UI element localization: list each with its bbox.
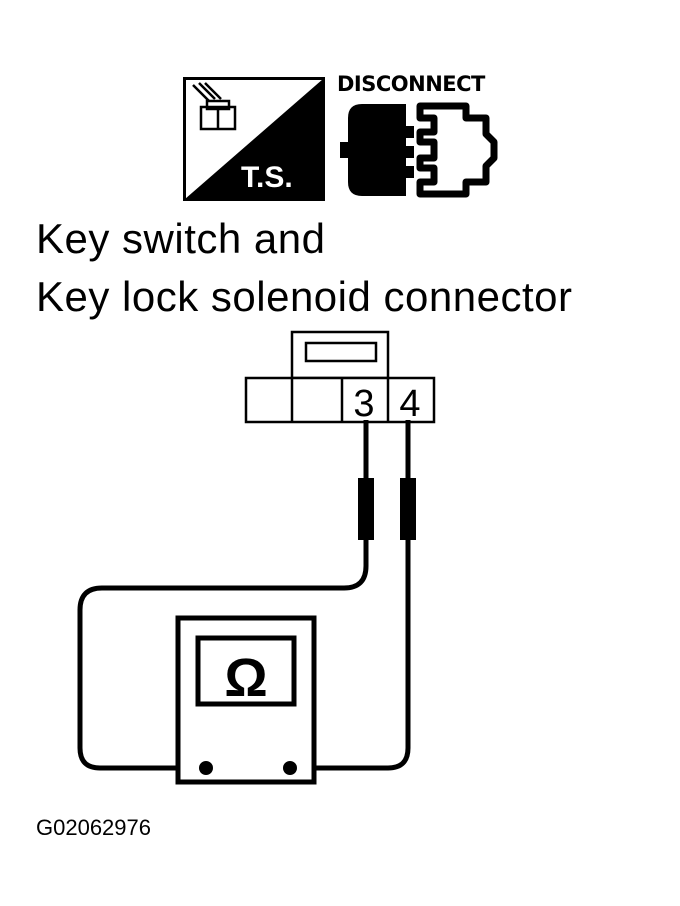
ts-label: T.S. [241,161,293,194]
ohmmeter: Ω [175,615,317,785]
ts-tool-icon: T.S. [183,77,325,201]
disconnect-connector-icon [340,102,498,198]
meter-terminal-positive [283,761,297,775]
title-line-2: Key lock solenoid connector [36,273,573,320]
probe-lead-3 [77,420,374,771]
disconnect-label: DISCONNECT [337,72,485,96]
terminal-label-3: 3 [353,383,374,425]
figure-code: G02062976 [36,815,151,840]
ohm-symbol-icon: Ω [224,648,267,708]
title-line-1: Key switch and [36,215,326,262]
connector-sketch-icon [192,82,237,131]
probe-lead-4 [290,420,416,771]
meter-terminal-negative [199,761,213,775]
connector-test-diagram: 3 4 Ω [77,330,436,785]
connector-housing [244,330,436,424]
terminal-label-4: 4 [399,383,420,425]
